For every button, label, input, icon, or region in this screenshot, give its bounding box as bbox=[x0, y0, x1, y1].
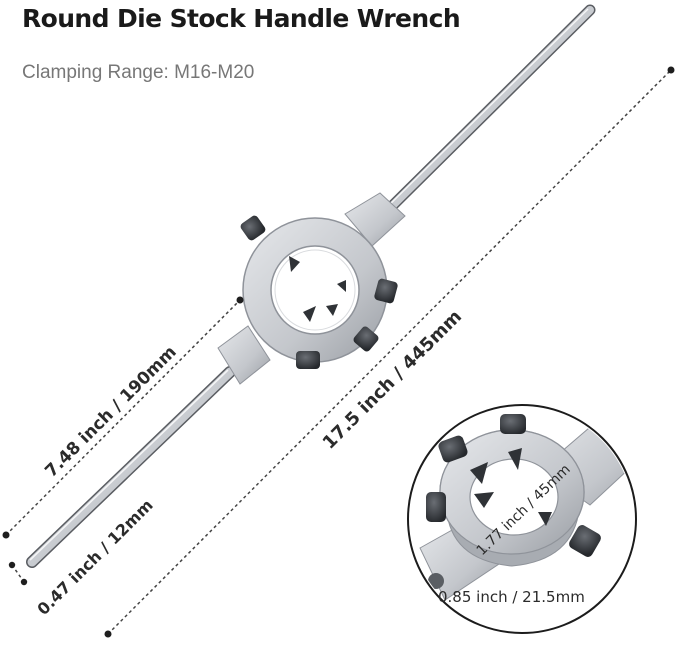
handle-length-label: 7.48 inch / 190mm bbox=[41, 342, 180, 481]
thumb-screw bbox=[240, 215, 266, 241]
clamping-range-text: Clamping Range: M16-M20 bbox=[22, 62, 255, 83]
handle-rod-lower bbox=[26, 366, 236, 568]
thumb-screw bbox=[353, 326, 379, 352]
die-set-screw-tips bbox=[289, 256, 346, 322]
thickness-label: 0.85 inch / 21.5mm bbox=[438, 588, 585, 606]
rod-diameter-label: 0.47 inch / 12mm bbox=[33, 496, 156, 619]
total-length-line bbox=[107, 69, 672, 635]
handle-arm-lower bbox=[217, 325, 271, 385]
die-ring bbox=[242, 217, 388, 363]
thumb-screw bbox=[296, 351, 320, 369]
detail-zoom-inset bbox=[407, 404, 637, 634]
thumb-screw bbox=[374, 278, 398, 304]
wrench-main bbox=[26, 4, 596, 568]
handle-length-line bbox=[5, 299, 241, 536]
dimension-endpoints bbox=[2, 66, 675, 638]
page-title: Round Die Stock Handle Wrench bbox=[22, 4, 461, 33]
handle-rod-upper bbox=[374, 4, 596, 224]
